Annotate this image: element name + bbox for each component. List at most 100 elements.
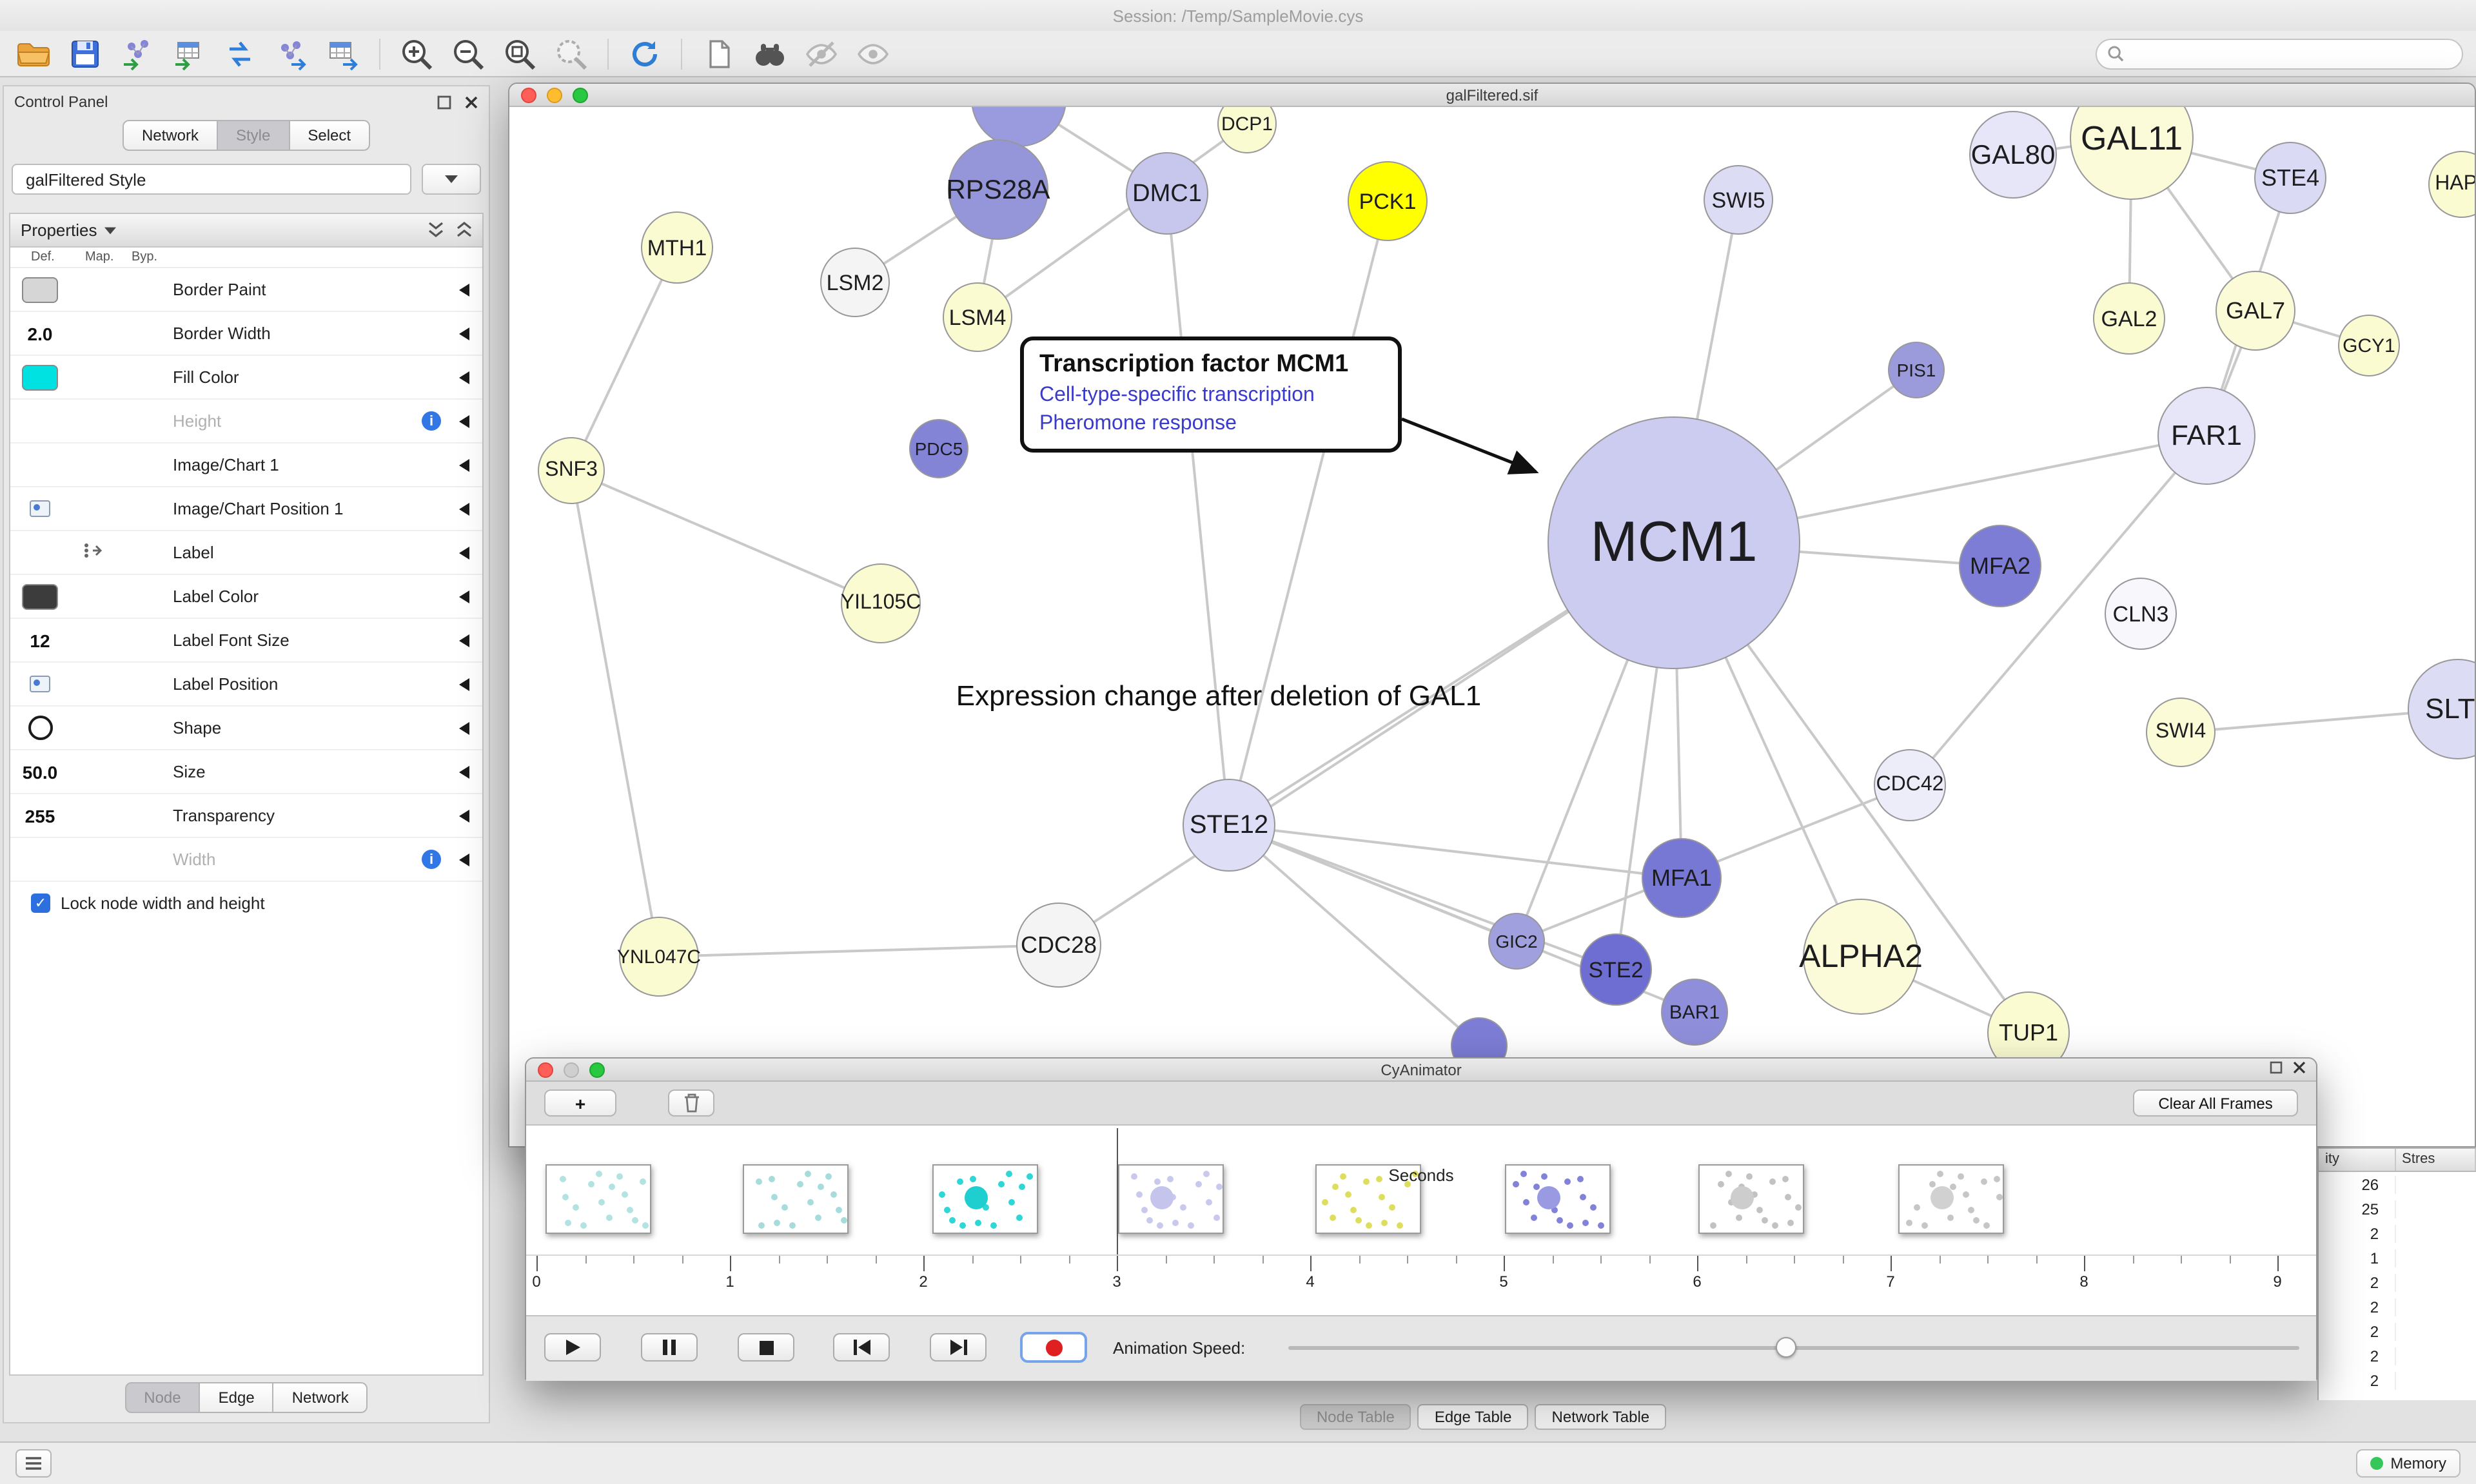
- property-row[interactable]: Border Paint: [10, 268, 482, 312]
- expand-arrow-icon[interactable]: [459, 458, 469, 471]
- tab-style[interactable]: Style: [217, 120, 290, 151]
- network-node-cdc28[interactable]: CDC28: [1016, 903, 1101, 988]
- tab-edge-table[interactable]: Edge Table: [1417, 1404, 1529, 1430]
- property-row[interactable]: Label Position: [10, 663, 482, 707]
- speed-slider-handle[interactable]: [1776, 1337, 1796, 1358]
- network-node-yil105c[interactable]: YIL105C: [841, 563, 921, 643]
- network-window-titlebar[interactable]: galFiltered.sif: [509, 84, 2475, 107]
- expand-arrow-icon[interactable]: [459, 415, 469, 427]
- position-icon[interactable]: [30, 500, 50, 517]
- table-column-stress[interactable]: Stres: [2395, 1149, 2476, 1171]
- network-node-mfa1[interactable]: MFA1: [1642, 838, 1722, 918]
- apply-layout-button[interactable]: [624, 34, 665, 73]
- style-options-button[interactable]: [422, 164, 481, 195]
- default-value-cell[interactable]: [10, 277, 70, 302]
- search-input[interactable]: [2132, 44, 2451, 63]
- mapping-cell[interactable]: [70, 541, 119, 564]
- import-table-button[interactable]: [168, 34, 209, 73]
- network-node-dcp1[interactable]: DCP1: [1217, 107, 1277, 153]
- network-node-rps28a[interactable]: RPS28A: [946, 139, 1050, 240]
- close-button[interactable]: [521, 87, 536, 103]
- table-row[interactable]: 2: [2319, 1294, 2476, 1319]
- zoom-button[interactable]: [573, 87, 588, 103]
- close-window-icon[interactable]: [2293, 1061, 2306, 1074]
- frame-thumbnail-1[interactable]: [545, 1164, 651, 1234]
- color-swatch[interactable]: [22, 364, 58, 390]
- default-value-cell[interactable]: [10, 676, 70, 692]
- expand-arrow-icon[interactable]: [459, 283, 469, 296]
- network-node-cdc42[interactable]: CDC42: [1874, 749, 1946, 821]
- network-node-ste4[interactable]: STE4: [2254, 142, 2326, 214]
- network-edge[interactable]: [976, 122, 1248, 318]
- expand-all-icon[interactable]: [457, 222, 472, 239]
- network-node-gic2[interactable]: GIC2: [1488, 913, 1545, 970]
- zoom-selected-button[interactable]: [551, 34, 592, 73]
- frame-thumbnail-6[interactable]: [1505, 1164, 1611, 1234]
- import-styles-button[interactable]: [219, 34, 260, 73]
- network-node-far1[interactable]: FAR1: [2157, 387, 2255, 485]
- table-row[interactable]: 26: [2319, 1172, 2476, 1196]
- network-edge[interactable]: [1228, 824, 1480, 1047]
- frame-thumbnail-2[interactable]: [743, 1164, 849, 1234]
- network-edge[interactable]: [570, 470, 660, 957]
- default-value-cell[interactable]: [10, 500, 70, 517]
- tab-edge-style[interactable]: Edge: [200, 1382, 274, 1413]
- default-value-cell[interactable]: [10, 583, 70, 609]
- lock-size-checkbox[interactable]: ✓: [31, 893, 50, 913]
- minimize-button[interactable]: [564, 1062, 579, 1077]
- network-canvas[interactable]: Transcription factor MCM1 Cell-type-spec…: [509, 107, 2475, 1146]
- open-session-button[interactable]: [13, 34, 54, 73]
- hide-selected-button[interactable]: [801, 34, 842, 73]
- frame-thumbnail-3[interactable]: [932, 1164, 1038, 1234]
- table-row[interactable]: 25: [2319, 1196, 2476, 1221]
- network-edge[interactable]: [570, 247, 678, 471]
- network-node-gal2[interactable]: GAL2: [2093, 282, 2165, 355]
- frame-thumbnail-5[interactable]: [1315, 1164, 1421, 1234]
- table-row[interactable]: 2: [2319, 1368, 2476, 1392]
- step-back-button[interactable]: [833, 1333, 890, 1362]
- table-row[interactable]: 2: [2319, 1270, 2476, 1294]
- tab-network-style[interactable]: Network: [273, 1382, 368, 1413]
- expand-arrow-icon[interactable]: [459, 853, 469, 866]
- table-row[interactable]: 2: [2319, 1319, 2476, 1343]
- default-value-cell[interactable]: [10, 364, 70, 390]
- network-node-mfa2[interactable]: MFA2: [1959, 525, 2041, 607]
- network-edge[interactable]: [1228, 200, 1389, 826]
- expand-arrow-icon[interactable]: [459, 765, 469, 778]
- property-row[interactable]: Image/Chart Position 1: [10, 487, 482, 531]
- expand-arrow-icon[interactable]: [459, 371, 469, 384]
- network-node-ynl047c[interactable]: YNL047C: [617, 917, 701, 997]
- play-button[interactable]: [544, 1333, 601, 1362]
- property-row[interactable]: Label Color: [10, 575, 482, 619]
- annotation-box[interactable]: Transcription factor MCM1 Cell-type-spec…: [1020, 337, 1402, 453]
- expand-arrow-icon[interactable]: [459, 546, 469, 559]
- network-edge[interactable]: [571, 469, 881, 605]
- zoom-out-button[interactable]: [447, 34, 489, 73]
- stop-button[interactable]: [738, 1333, 794, 1362]
- network-node-gcy1[interactable]: GCY1: [2338, 315, 2400, 376]
- show-all-button[interactable]: [852, 34, 894, 73]
- export-table-button[interactable]: [322, 34, 364, 73]
- network-edge[interactable]: [1228, 824, 1517, 942]
- record-button[interactable]: [1020, 1332, 1087, 1363]
- table-row[interactable]: 2: [2319, 1343, 2476, 1368]
- table-column-ity[interactable]: ity: [2319, 1149, 2396, 1171]
- minimize-button[interactable]: [547, 87, 562, 103]
- tab-select[interactable]: Select: [290, 120, 371, 151]
- close-button[interactable]: [538, 1062, 553, 1077]
- network-node-swi4[interactable]: SWI4: [2146, 698, 2216, 767]
- network-node-gal7[interactable]: GAL7: [2216, 271, 2295, 351]
- pause-button[interactable]: [641, 1333, 698, 1362]
- network-node-pis1[interactable]: PIS1: [1888, 342, 1945, 398]
- close-panel-icon[interactable]: [464, 95, 478, 109]
- style-selector[interactable]: galFiltered Style: [12, 164, 411, 195]
- frame-thumbnail-8[interactable]: [1898, 1164, 2004, 1234]
- default-value-cell[interactable]: 50.0: [10, 761, 70, 782]
- network-node-pdc5[interactable]: PDC5: [909, 419, 968, 478]
- network-node-ste12[interactable]: STE12: [1183, 779, 1275, 872]
- expand-arrow-icon[interactable]: [459, 809, 469, 822]
